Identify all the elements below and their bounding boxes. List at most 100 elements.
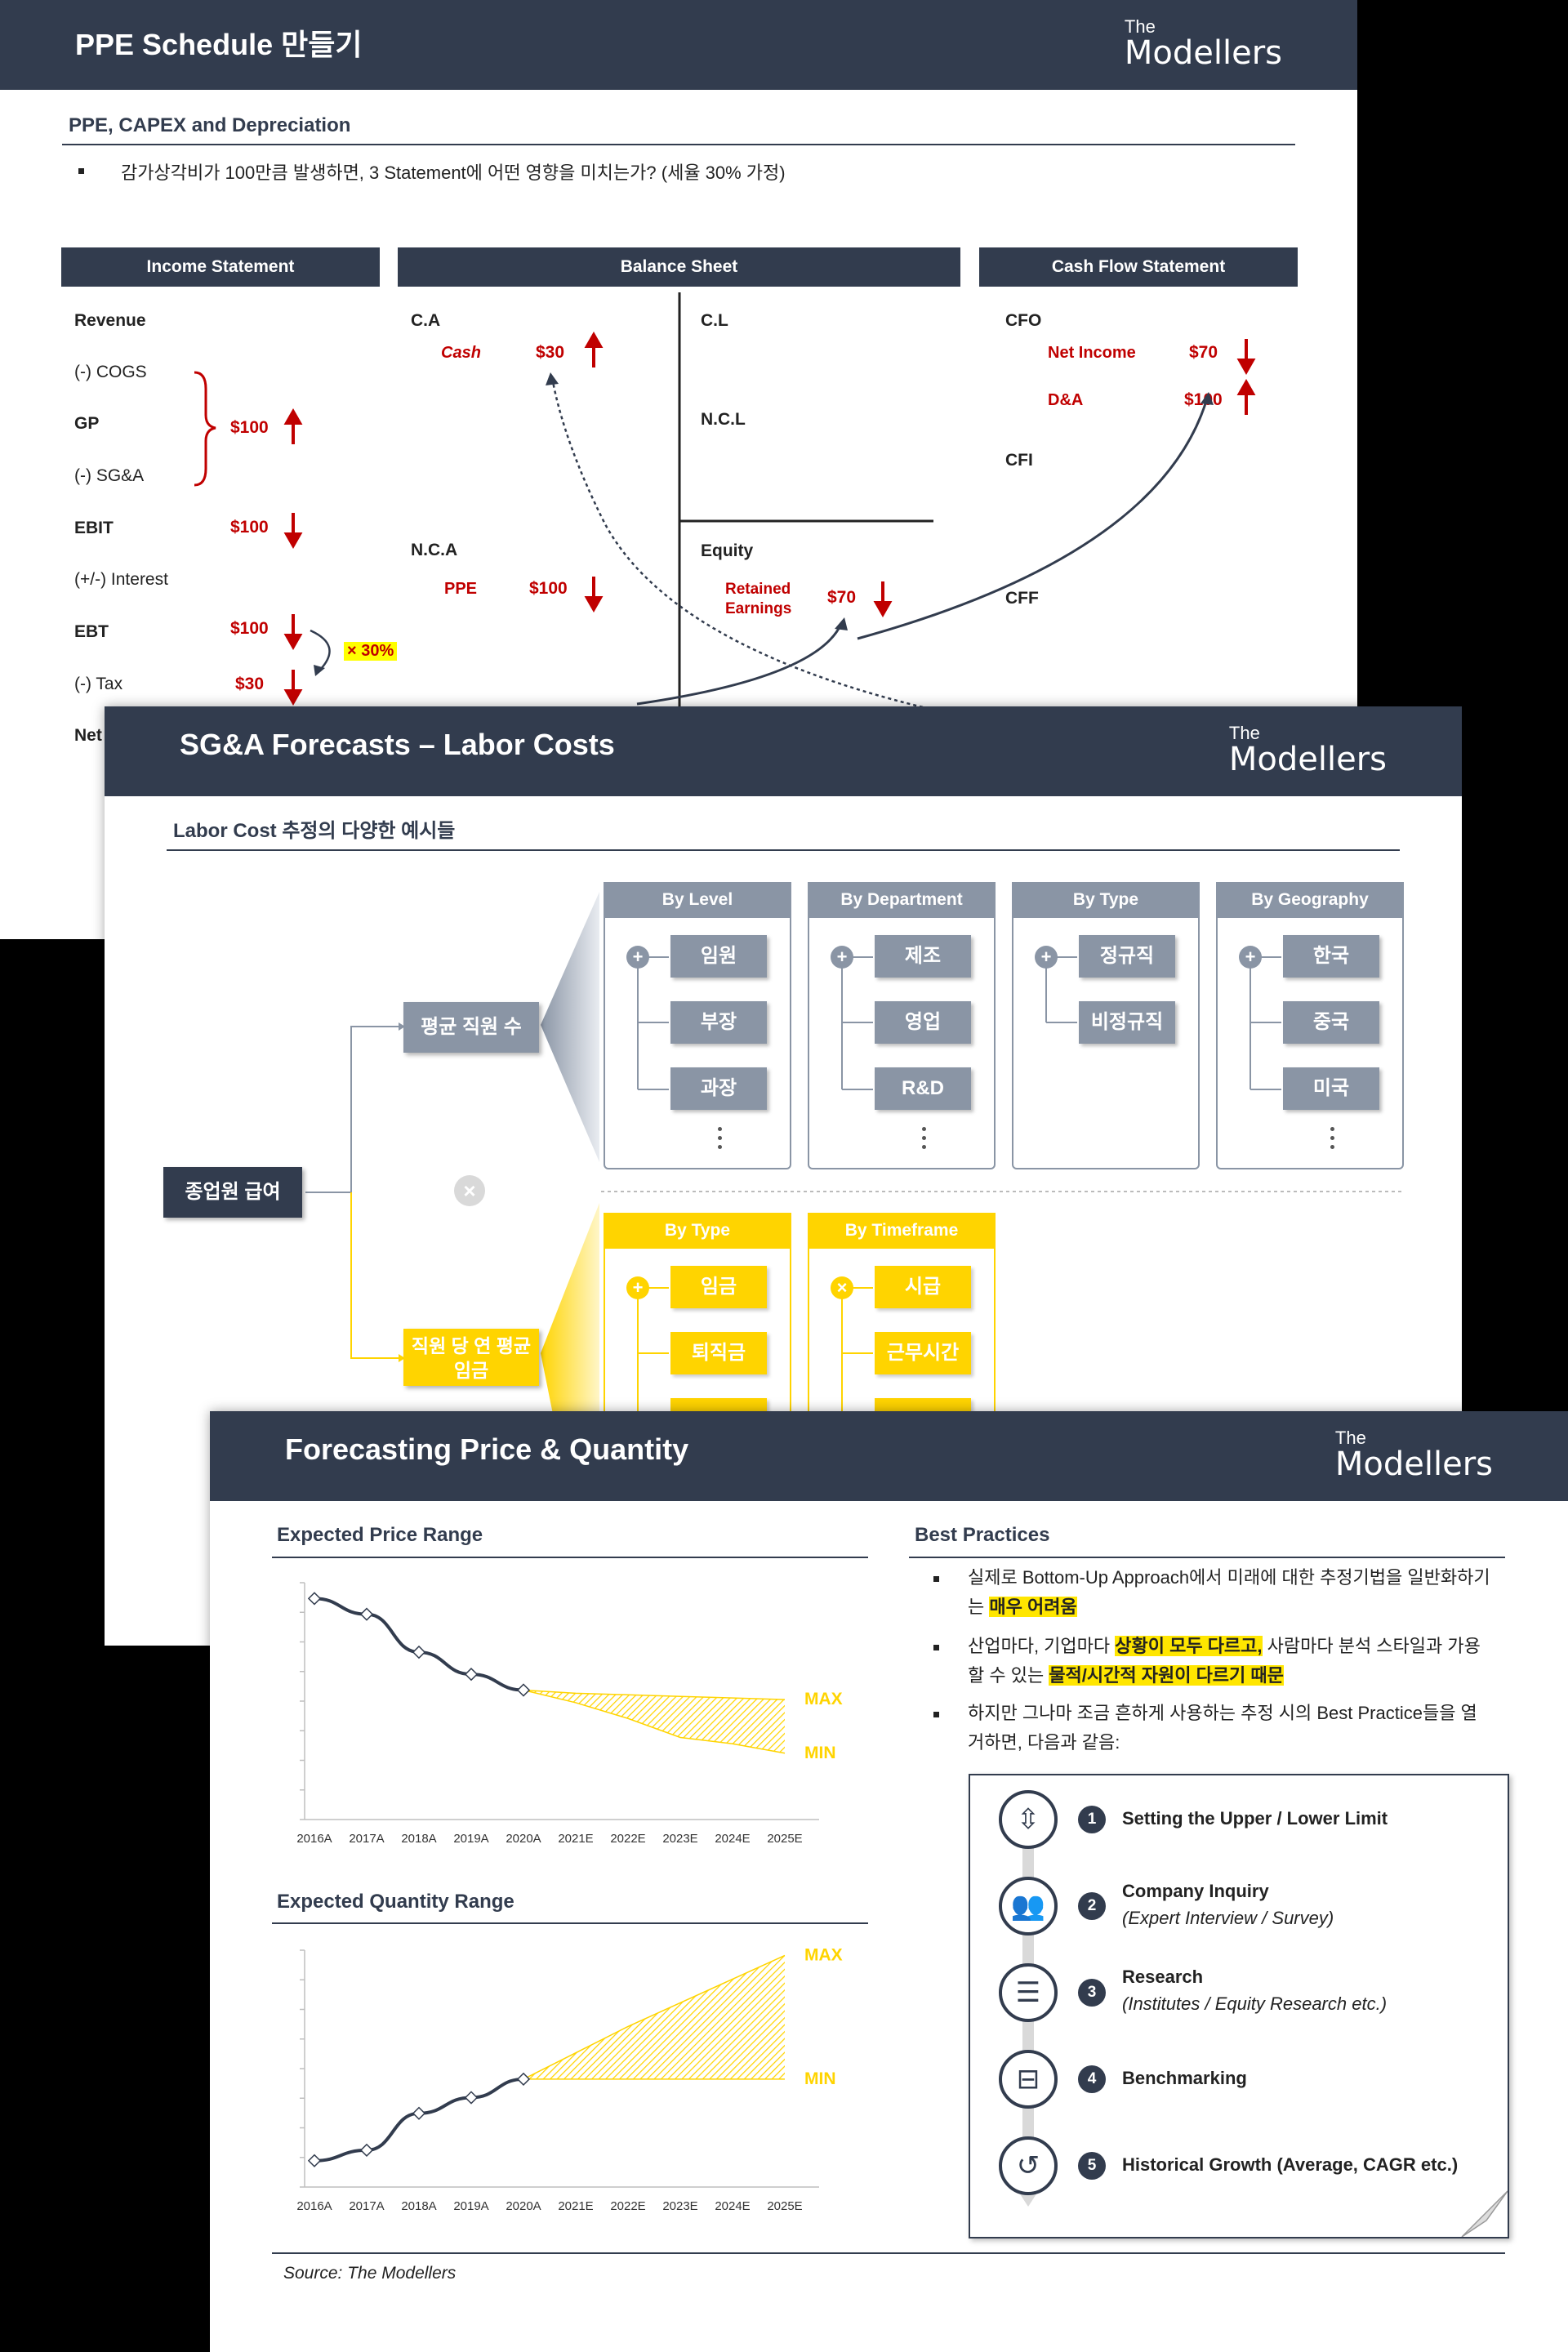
bs-retained-value: $70 <box>827 588 857 607</box>
group-connector <box>637 1287 669 1419</box>
more-icon <box>1330 1127 1335 1154</box>
data-point <box>516 1683 531 1697</box>
group-header: By Timeframe <box>808 1213 996 1249</box>
bullet-2: 산업마다, 기업마다 상황이 모두 다르고, 사람마다 분석 스타일과 가용할 … <box>933 1632 1490 1690</box>
modellers-logo: The Modellers <box>1125 18 1282 71</box>
x-tick-label: 2021E <box>558 2199 593 2213</box>
x-tick-label: 2020A <box>506 1832 541 1846</box>
cf-net-income: Net Income <box>1048 344 1136 362</box>
data-point <box>412 2106 426 2120</box>
level-item-manager: 부장 <box>670 1001 767 1044</box>
balance-sheet-header: Balance Sheet <box>398 247 960 287</box>
type-item-regular: 정규직 <box>1079 935 1175 978</box>
practice-number: 3 <box>1078 1979 1106 2007</box>
geo-item-china: 중국 <box>1283 1001 1379 1044</box>
x-tick-label: 2021E <box>558 1832 593 1846</box>
bullet-1: 실제로 Bottom-Up Approach에서 미래에 대한 추정기법을 일반… <box>933 1563 1490 1622</box>
bs-cl: C.L <box>701 311 728 330</box>
x-tick-label: 2019A <box>453 2199 488 2213</box>
min-label: MIN <box>804 1744 836 1762</box>
benchmark-icon: ⊟ <box>999 2050 1058 2109</box>
data-point <box>307 1592 322 1606</box>
bullet-marker <box>78 168 84 174</box>
logo-name: Modellers <box>1228 741 1387 778</box>
bs-nca: N.C.A <box>411 541 458 559</box>
ebit-value: $100 <box>230 518 269 537</box>
data-point <box>412 1645 426 1659</box>
bullet-2-highlight-2: 물적/시간적 자원이 다르기 때문 <box>1049 1665 1284 1686</box>
series-actual-line <box>314 1597 524 1692</box>
wage-item-salary: 임금 <box>670 1266 767 1308</box>
practice-number: 5 <box>1078 2152 1106 2180</box>
panel-page-curl <box>1459 2188 1508 2237</box>
group-wage-by-timeframe: By Timeframe × 시급 근무시간 <box>808 1213 996 1441</box>
group-header: By Department <box>808 882 996 918</box>
x-tick-label: 2025E <box>767 1832 802 1846</box>
practice-subtitle: (Institutes / Equity Research etc.) <box>1122 1993 1388 2014</box>
group-connector <box>841 956 873 1090</box>
group-header: By Type <box>604 1213 791 1249</box>
practice-title: Research <box>1122 1967 1204 1987</box>
time-item-hourly: 시급 <box>875 1266 971 1308</box>
best-practices-title: Best Practices <box>915 1524 1050 1546</box>
is-sga: (-) SG&A <box>74 466 145 485</box>
x-tick-label: 2018A <box>401 1832 436 1846</box>
is-tax: (-) Tax <box>74 675 123 693</box>
plus-icon: + <box>1239 946 1262 969</box>
dept-item-manufacturing: 제조 <box>875 935 971 978</box>
x-tick-label: 2022E <box>610 1832 645 1846</box>
slide-title: Forecasting Price & Quantity <box>285 1432 689 1466</box>
bullet-3-text: 하지만 그나마 조금 흔하게 사용하는 추정 시의 Best Practice들… <box>968 1703 1477 1753</box>
price-section-title: Expected Price Range <box>277 1524 483 1546</box>
group-by-geography: By Geography + 한국 중국 미국 <box>1216 882 1404 1169</box>
multiply-icon: × <box>454 1175 485 1206</box>
is-interest: (+/-) Interest <box>74 570 168 589</box>
bs-cash: Cash <box>441 344 481 362</box>
cf-cff: CFF <box>1005 589 1039 608</box>
research-icon: ☰ <box>999 1963 1058 2022</box>
x-tick-label: 2023E <box>662 2199 697 2213</box>
modellers-logo: The Modellers <box>1229 724 1387 777</box>
history-icon: ↺ <box>999 2136 1058 2195</box>
group-wage-by-type: By Type + 임금 퇴직금 <box>604 1213 791 1441</box>
multiply-icon: × <box>831 1276 853 1299</box>
is-ebt: EBT <box>74 622 109 641</box>
practice-number: 1 <box>1078 1806 1106 1833</box>
slide-header: SG&A Forecasts – Labor Costs The Modelle… <box>105 706 1462 796</box>
slide-title: PPE Schedule 만들기 <box>75 28 363 61</box>
practice-number: 2 <box>1078 1892 1106 1920</box>
dept-item-rnd: R&D <box>875 1067 971 1110</box>
data-point <box>464 1668 479 1682</box>
is-cogs: (-) COGS <box>74 363 147 381</box>
footer-rule <box>272 2252 1505 2254</box>
cf-cfo: CFO <box>1005 311 1042 330</box>
series-max-line <box>523 1954 786 2080</box>
data-point <box>307 2154 322 2167</box>
practice-title: Setting the Upper / Lower Limit <box>1122 1808 1388 1829</box>
practice-title: Company Inquiry <box>1122 1881 1269 1901</box>
type-item-irregular: 비정규직 <box>1079 1001 1175 1044</box>
series-max-line <box>523 1689 786 1700</box>
x-tick-label: 2017A <box>349 1832 384 1846</box>
geo-item-korea: 한국 <box>1283 935 1379 978</box>
modellers-logo: The Modellers <box>1335 1429 1493 1482</box>
section-rule <box>167 849 1400 851</box>
min-label: MIN <box>804 2069 836 2088</box>
x-tick-label: 2018A <box>401 2199 436 2213</box>
x-tick-label: 2025E <box>767 2199 802 2213</box>
x-tick-label: 2016A <box>296 1832 332 1846</box>
plus-icon: + <box>626 946 649 969</box>
section-rule <box>62 144 1295 145</box>
data-point <box>464 2091 479 2105</box>
slide-forecasting: Forecasting Price & Quantity The Modelle… <box>210 1411 1568 2352</box>
x-tick-label: 2016A <box>296 2199 332 2213</box>
group-connector <box>841 1287 873 1419</box>
bullet-1-highlight: 매우 어려움 <box>989 1597 1077 1617</box>
section-title: PPE, CAPEX and Depreciation <box>69 114 351 136</box>
data-point <box>359 1607 374 1621</box>
series-min-line <box>523 1689 786 1754</box>
bullet-1-text: 실제로 Bottom-Up Approach에서 미래에 대한 추정기법을 일반… <box>968 1567 1490 1617</box>
bullet-2-text-2: 사람마다 분석 스타일과 가용할 수 있는 <box>968 1636 1481 1686</box>
